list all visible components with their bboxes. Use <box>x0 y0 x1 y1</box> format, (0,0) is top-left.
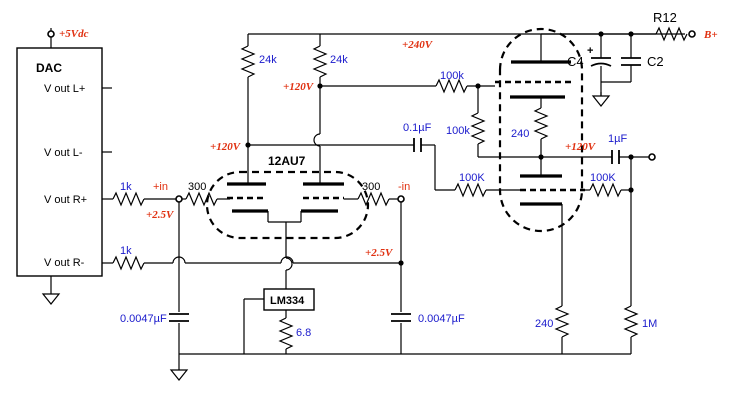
r-240a-label: 240 <box>511 128 529 140</box>
supply-ground-symbol <box>592 91 610 107</box>
r-240b-label: 240 <box>535 318 553 330</box>
bplus-label: B+ <box>703 29 718 41</box>
divider <box>435 78 541 158</box>
c-out-label: 1µF <box>608 133 627 145</box>
tube-label: 12AU7 <box>268 154 306 168</box>
r-grid1 <box>185 191 218 207</box>
dac-out-lminus: V out L- <box>44 147 83 159</box>
main-ground-symbol <box>170 365 188 381</box>
input-wiring <box>102 191 411 354</box>
vdc-label: +5Vdc <box>59 28 89 40</box>
dac-ground-symbol <box>42 289 60 305</box>
r-div2-label: 100k <box>446 125 470 137</box>
c-g2-label: 0.0047µF <box>418 313 465 325</box>
dac-block <box>16 28 112 305</box>
r-100K-b <box>589 182 622 198</box>
r-100K-a-label: 100K <box>459 172 485 184</box>
r-grid2-label: 300 <box>362 181 380 193</box>
minus-in-node <box>397 195 405 203</box>
lm334-label: LM334 <box>270 295 305 307</box>
vdc-terminal <box>47 30 55 38</box>
c-g1-label: 0.0047µF <box>120 313 167 325</box>
r-plate2-label: 24k <box>330 54 348 66</box>
r-plate1 <box>240 45 256 78</box>
dac-title: DAC <box>36 61 62 75</box>
c4-label: C4 <box>567 54 584 69</box>
bottom-resistors <box>554 305 639 354</box>
r-in1-label: 1k <box>120 181 132 193</box>
r-68 <box>278 317 294 350</box>
v-2-5a: +2.5V <box>146 209 175 221</box>
plus-in-label: +in <box>153 181 168 193</box>
r-240b <box>554 305 570 338</box>
r-grid2 <box>357 191 390 207</box>
r-100K-b-label: 100K <box>590 172 616 184</box>
r-grid1-label: 300 <box>188 181 206 193</box>
minus-in-label: -in <box>398 181 410 193</box>
r-in2 <box>112 255 145 271</box>
lm334-block <box>243 238 315 354</box>
coupling-cap <box>413 138 520 198</box>
v-120b: +120V <box>210 141 242 153</box>
v-120c: +120V <box>565 141 597 153</box>
v-240: +240V <box>402 39 434 51</box>
tube-12au7 <box>205 170 370 240</box>
r-68-label: 6.8 <box>296 327 311 339</box>
r-plate2 <box>312 45 328 78</box>
r-div1-label: 100k <box>440 70 464 82</box>
v-120a: +120V <box>283 81 315 93</box>
r-div2 <box>470 112 486 145</box>
dac-out-rminus: V out R- <box>44 257 85 269</box>
r-in2-label: 1k <box>120 245 132 257</box>
supply-filter: + <box>541 26 696 107</box>
r12 <box>655 26 688 42</box>
r12-label: R12 <box>653 10 677 25</box>
ground-bus <box>170 353 631 381</box>
r-1m <box>623 305 639 338</box>
r-plate1-label: 24k <box>259 54 277 66</box>
c2-label: C2 <box>647 54 664 69</box>
r-240a <box>533 107 549 140</box>
plus-in-node <box>175 195 183 203</box>
c-couple-label: 0.1µF <box>403 122 432 134</box>
r-1m-label: 1M <box>642 318 657 330</box>
svg-text:+: + <box>587 45 593 57</box>
output-path <box>541 150 656 306</box>
dac-out-rplus: V out R+ <box>44 194 87 206</box>
r-100K-a <box>454 182 487 198</box>
r-in1 <box>112 191 145 207</box>
dac-out-lplus: V out L+ <box>44 83 85 95</box>
output-terminal <box>648 153 656 161</box>
v-2-5b: +2.5V <box>365 247 394 259</box>
tube-output <box>495 27 585 306</box>
r-div1 <box>435 78 468 94</box>
bplus-terminal <box>688 30 696 38</box>
